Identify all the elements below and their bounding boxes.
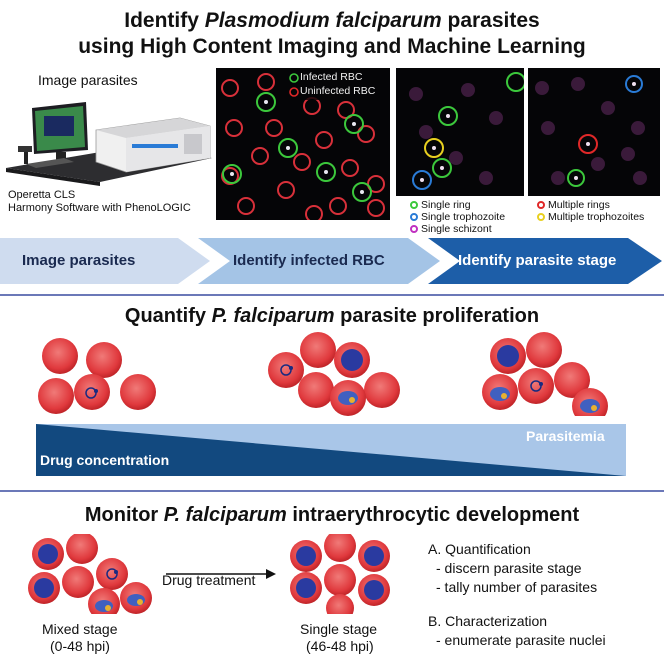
microscopy-image-infected-rbc [216, 68, 390, 220]
single-trophozoite-icon [410, 213, 418, 221]
legend-single-trophozoite: Single trophozoite [410, 211, 505, 223]
rbc-cluster-1 [38, 338, 156, 414]
chevron-step-1 [0, 238, 210, 284]
main-title-line1: Identify Plasmodium falciparum parasites [124, 9, 540, 32]
mixed-stage-label: Mixed stage [42, 621, 118, 637]
legend-multiple-trophozoites: Multiple trophozoites [537, 211, 644, 223]
single-stage-label: Single stage [300, 621, 378, 637]
rbc-clusters [38, 332, 608, 416]
parasitemia-label: Parasitemia [526, 428, 605, 444]
legend-multiple-rings: Multiple rings [537, 199, 644, 211]
harmony-caption: Harmony Software with PhenoLOGIC [8, 202, 191, 214]
workflow-step-2: Identify infected RBC [233, 252, 385, 269]
panel1-legend-uninfected: Uninfected RBC [300, 85, 376, 97]
drug-concentration-wedge [36, 424, 626, 476]
microscopy-image-stage-2 [528, 68, 660, 196]
chevron-step-3 [428, 238, 662, 284]
development-rbc-clusters [28, 534, 390, 614]
drug-treatment-label: Drug treatment [162, 572, 256, 588]
workflow-chevrons [0, 238, 662, 284]
panel1-legend-infected: Infected RBC [300, 71, 363, 83]
infected-ring-icon [289, 73, 299, 83]
single-stage-hpi: (46-48 hpi) [306, 638, 374, 654]
image-parasites-label: Image parasites [38, 72, 138, 88]
stage-legend-multiple: Multiple rings Multiple trophozoites [537, 199, 644, 223]
operetta-caption: Operetta CLS [8, 189, 76, 201]
drug-concentration-label: Drug concentration [40, 452, 170, 468]
quantification-item-1: - discern parasite stage [436, 560, 582, 576]
uninfected-ring-icon [289, 87, 299, 97]
quantify-title: Quantify P. falciparum parasite prolifer… [124, 305, 540, 327]
main-title-line2: using High Content Imaging and Machine L… [78, 35, 586, 58]
quantification-heading: A. Quantification [428, 541, 531, 557]
workflow-step-1: Image parasites [22, 252, 136, 269]
microscopy-image-stage-1 [396, 68, 524, 196]
legend-single-schizont: Single schizont [410, 223, 505, 235]
monitor-title: Monitor P. falciparum intraerythrocytic … [84, 504, 580, 526]
rbc-cluster-2 [268, 332, 400, 416]
single-ring-icon [410, 201, 418, 209]
mixed-stage-hpi: (0-48 hpi) [50, 638, 110, 654]
workflow-step-3: Identify parasite stage [458, 252, 617, 269]
single-stage-cluster [290, 534, 390, 614]
multiple-rings-icon [537, 201, 545, 209]
stage-legend: Single ring Single trophozoite Single sc… [410, 199, 505, 235]
section-divider-1 [0, 294, 664, 296]
operetta-instrument-illustration [6, 102, 212, 186]
chevron-step-2 [198, 238, 440, 284]
rbc-cluster-3 [482, 332, 608, 416]
multiple-trophozoites-icon [537, 213, 545, 221]
single-schizont-icon [410, 225, 418, 233]
drug-parasitemia-wedges [36, 424, 626, 476]
legend-single-ring: Single ring [410, 199, 505, 211]
mixed-stage-cluster [28, 534, 152, 614]
section-divider-2 [0, 490, 664, 492]
quantification-item-2: - tally number of parasites [436, 579, 598, 595]
characterization-heading: B. Characterization [428, 613, 548, 629]
characterization-item-1: - enumerate parasite nuclei [436, 632, 606, 648]
